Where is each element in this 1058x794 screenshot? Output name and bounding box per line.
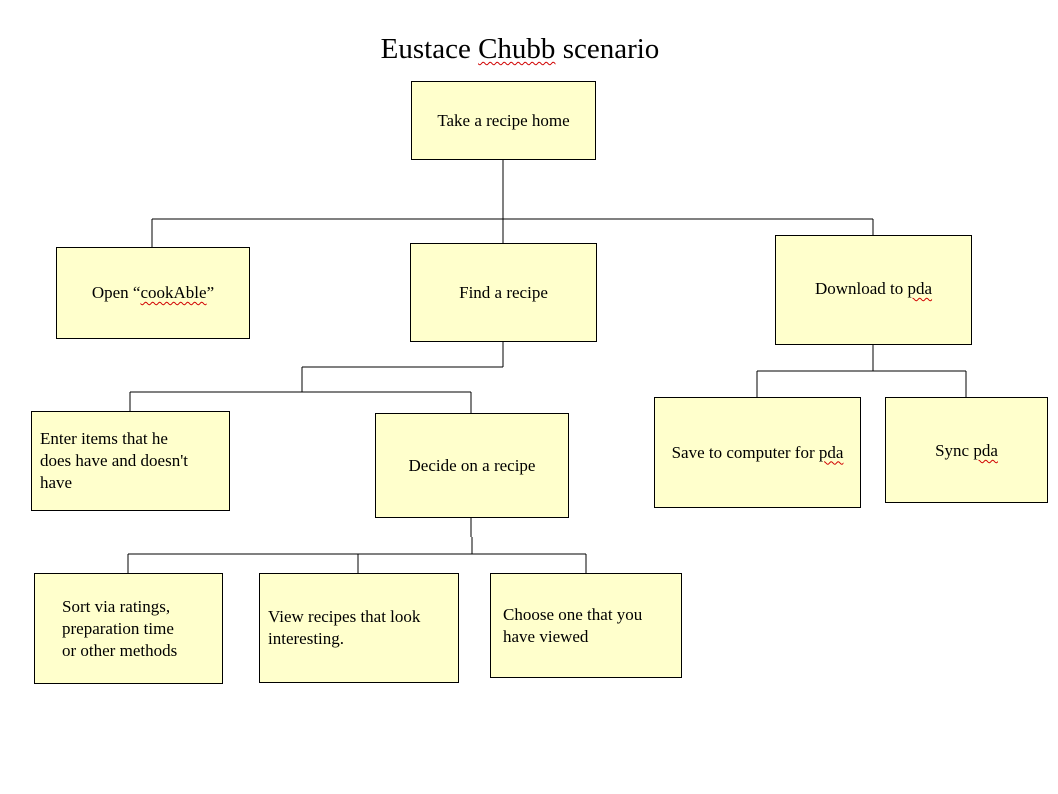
node-choose-one: Choose one that you have viewed bbox=[490, 573, 682, 678]
node-label: View recipes that look interesting. bbox=[268, 607, 421, 648]
node-find-recipe: Find a recipe bbox=[410, 243, 597, 342]
node-save-to-computer: Save to computer for pda bbox=[654, 397, 861, 508]
node-label: Enter items that he does have and doesn'… bbox=[40, 429, 188, 492]
node-label: Sort via ratings, preparation time or ot… bbox=[62, 596, 178, 660]
node-label: Save to computer for pda bbox=[671, 442, 844, 462]
node-decide-recipe: Decide on a recipe bbox=[375, 413, 569, 518]
node-enter-items: Enter items that he does have and doesn'… bbox=[31, 411, 230, 511]
node-label: Decide on a recipe bbox=[408, 455, 536, 475]
node-sort-via-ratings: Sort via ratings, preparation time or ot… bbox=[34, 573, 223, 684]
node-view-recipes: View recipes that look interesting. bbox=[259, 573, 459, 683]
node-label: Choose one that you have viewed bbox=[503, 604, 643, 646]
diagram-title: Eustace Chubb scenario bbox=[380, 33, 660, 65]
node-open-cookable: Open “cookAble” bbox=[56, 247, 250, 339]
node-label: Sync pda bbox=[935, 441, 998, 460]
node-label: Find a recipe bbox=[459, 282, 548, 302]
node-download-to-pda: Download to pda bbox=[775, 235, 972, 345]
node-label: Download to pda bbox=[814, 279, 933, 298]
node-label: Open “cookAble” bbox=[91, 283, 215, 302]
node-label: Take a recipe home bbox=[437, 110, 570, 130]
node-sync-pda: Sync pda bbox=[885, 397, 1048, 503]
node-take-recipe-home: Take a recipe home bbox=[411, 81, 596, 160]
